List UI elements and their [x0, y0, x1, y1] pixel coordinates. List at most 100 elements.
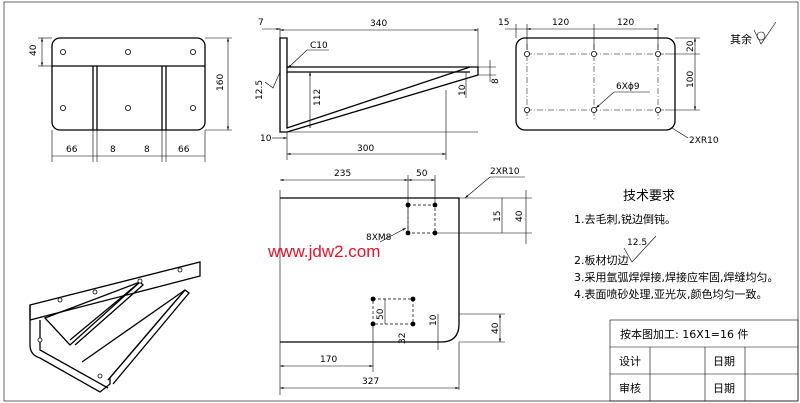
iso-rib-right [81, 289, 186, 381]
roughness-symbol [264, 71, 281, 89]
leader-line [595, 91, 615, 109]
dim-flat-slot-h1: 15 [493, 211, 503, 222]
watermark: www.jdw2.com [267, 242, 380, 261]
isometric-view [29, 261, 201, 393]
dim-pitch-1: 120 [552, 18, 569, 28]
tech-item-2: 2.板材切边 [574, 253, 629, 267]
hole [60, 49, 67, 56]
dim-w-right: 66 [178, 145, 190, 155]
hole [57, 297, 63, 303]
dim-flat-bottom-1: 170 [320, 355, 337, 365]
sheet-border [3, 1, 799, 402]
dim-row-offset: 20 [686, 40, 696, 52]
hole [125, 49, 132, 56]
title-block-design: 设计 [619, 355, 641, 368]
dim-flat-holes: 8XM8 [366, 233, 392, 243]
hole [655, 107, 662, 114]
dim-roughness: 12.5 [255, 80, 265, 100]
hole [410, 321, 416, 327]
top-view: 15 120 120 20 100 6Xϕ9 2XR10 其余 [498, 18, 777, 146]
leader-line [464, 176, 491, 199]
dim-rib-length: 300 [357, 144, 374, 154]
dim-rib-height: 112 [313, 89, 323, 106]
iso-back-plate [29, 305, 111, 393]
front-view: 40 160 66 8 8 66 [29, 37, 232, 162]
front-view-holes [60, 49, 196, 112]
dim-w-mid-right: 8 [144, 145, 150, 155]
tech-requirements: 技术要求 1.去毛刺,锐边倒钝。 12.5 2.板材切边 3.采用氩弧焊焊接,焊… [574, 189, 779, 301]
title-block-process: 按本图加工: 16X1=16 件 [620, 327, 748, 341]
dim-flat-notch-w: 10 [429, 314, 439, 326]
dim-thickness: 7 [258, 18, 264, 28]
dim-flat-slot-h2: 40 [515, 210, 525, 222]
title-block-date-1: 日期 [713, 355, 735, 368]
side-view: 7 340 C10 12.5 112 10 300 10 8 [255, 18, 501, 160]
dim-length: 340 [370, 19, 387, 29]
hole [177, 267, 183, 273]
hole [591, 51, 598, 58]
leader-line [671, 127, 689, 139]
tech-item-3: 3.采用氩弧焊焊接,焊接应牢固,焊缝均匀。 [574, 270, 779, 284]
front-view-outline [51, 37, 206, 131]
hole [524, 107, 531, 114]
surface-finish-label: 其余 [730, 32, 752, 46]
hole [410, 296, 416, 302]
dim-w-left: 66 [66, 145, 78, 155]
dim-flat-notch-h: 40 [491, 322, 501, 334]
hole [137, 278, 143, 284]
hole [92, 289, 98, 295]
flat-pattern-view: 235 50 2XR10 15 40 8XM8 50 32 10 40 170 … [279, 167, 532, 395]
tech-roughness-symbol [623, 235, 657, 263]
dim-flat-bottom-total: 327 [362, 377, 379, 387]
title-block-date-2: 日期 [713, 382, 735, 395]
dim-edge: 15 [498, 18, 509, 28]
dim-base: 10 [260, 134, 272, 144]
slot-upper [407, 204, 436, 234]
dim-height: 160 [216, 74, 226, 91]
dim-flat-slot: 50 [416, 169, 428, 179]
dim-row-pitch: 100 [686, 71, 696, 88]
dim-w-mid-left: 8 [110, 145, 116, 155]
slot-lower [372, 298, 414, 325]
iso-rib-left [43, 281, 141, 346]
flat-pattern-outline [280, 197, 460, 343]
hole [125, 105, 132, 112]
tech-item-4: 4.表面喷砂处理,亚光灰,颜色均匀一致。 [574, 287, 768, 301]
tech-roughness: 12.5 [627, 238, 647, 248]
dim-top-height: 40 [29, 44, 39, 56]
top-view-holes [524, 51, 662, 114]
hole [524, 51, 531, 58]
hole [370, 296, 376, 302]
leader-line [287, 49, 308, 69]
iso-back-plate-edge [39, 320, 109, 389]
surface-finish-symbol [753, 21, 777, 45]
title-block-frame [609, 319, 799, 402]
tech-requirements-title: 技术要求 [623, 189, 675, 204]
hole [189, 49, 196, 56]
iso-rib-left-edge [69, 281, 144, 346]
title-block: 按本图加工: 16X1=16 件 设计 日期 审核 日期 [609, 319, 799, 402]
flat-pattern-holes [370, 202, 438, 327]
hole [60, 105, 67, 112]
top-view-outline [515, 37, 676, 131]
hole [189, 105, 196, 112]
dim-flat-slot-b-h: 32 [398, 333, 408, 344]
dim-flat-slot-b: 50 [376, 308, 386, 320]
iso-rib-right-edge [107, 289, 190, 385]
dim-chamfer: C10 [310, 41, 328, 51]
dim-tip-height-2: 8 [491, 78, 501, 84]
leader-line [379, 227, 407, 243]
dim-flat-width: 235 [334, 169, 351, 179]
hole [405, 230, 411, 236]
dim-flat-corner-radius: 2XR10 [490, 167, 520, 177]
surface-finish-circle [756, 31, 766, 41]
dim-pitch-2: 120 [617, 18, 634, 28]
hole [655, 51, 662, 58]
hole [37, 337, 43, 343]
hole [97, 373, 103, 379]
dim-corner-radius: 2XR10 [689, 136, 719, 146]
dim-tip-height: 10 [458, 84, 468, 96]
dim-holes-callout: 6Xϕ9 [616, 82, 640, 92]
